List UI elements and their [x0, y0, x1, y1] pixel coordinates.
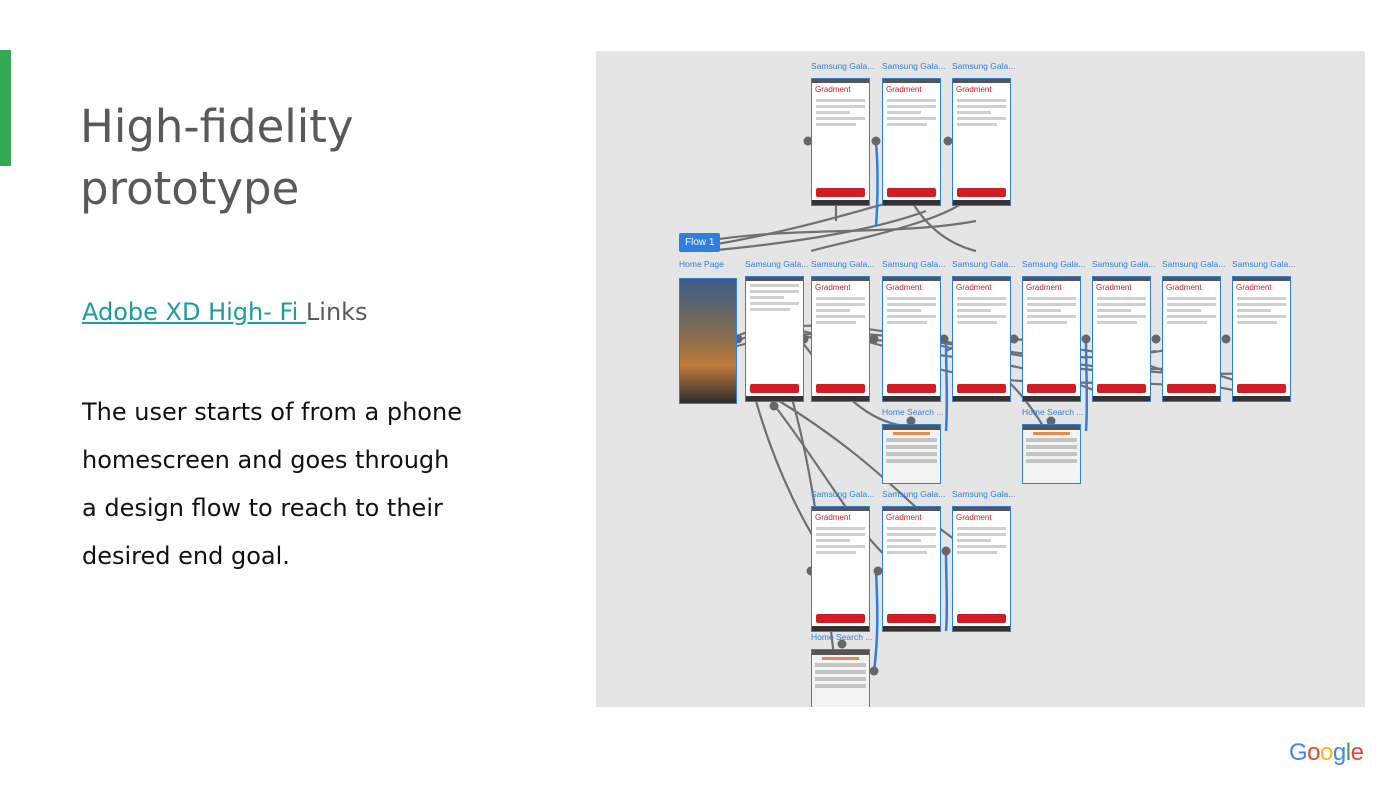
selected-wire[interactable] [946, 551, 947, 631]
artboard-brand: Gradment [883, 511, 940, 524]
wire-handle[interactable] [1082, 335, 1091, 344]
slide-title: High-fidelity prototype [80, 96, 520, 220]
artboard-screen[interactable] [745, 276, 804, 402]
artboard-label[interactable]: Samsung Gala... [811, 489, 874, 499]
artboard-label[interactable]: Samsung Gala... [882, 489, 945, 499]
wire-handle[interactable] [872, 137, 881, 146]
flow-wire[interactable] [771, 396, 976, 551]
artboard-brand: Gradment [883, 83, 940, 96]
wire-handle[interactable] [1222, 335, 1231, 344]
wire-handle[interactable] [870, 667, 879, 676]
artboard-screen[interactable]: Gradment [952, 78, 1011, 206]
selected-wire[interactable] [1086, 341, 1087, 431]
artboard-brand: Gradment [812, 511, 869, 524]
artboard-brand: Gradment [1233, 281, 1290, 294]
google-logo: Google [1289, 739, 1363, 767]
artboard-screen[interactable]: Gradment [811, 78, 870, 206]
artboard-screen[interactable]: Gradment [882, 276, 941, 402]
artboard-brand: Gradment [812, 281, 869, 294]
keyboard-artboard[interactable] [1022, 424, 1081, 484]
artboard-brand: Gradment [1163, 281, 1220, 294]
artboard-label[interactable]: Samsung Gala... [1232, 259, 1295, 269]
artboard-brand: Gradment [1023, 281, 1080, 294]
artboard-label[interactable]: Samsung Gala... [811, 259, 874, 269]
selected-wire[interactable] [876, 144, 878, 226]
artboard-label[interactable]: Samsung Gala... [952, 489, 1015, 499]
accent-bar [0, 50, 11, 166]
home-screen-artboard[interactable] [679, 278, 737, 404]
artboard-screen[interactable]: Gradment [1092, 276, 1151, 402]
keyboard-artboard[interactable] [882, 424, 941, 484]
artboard-brand: Gradment [953, 511, 1010, 524]
selected-wire[interactable] [874, 571, 877, 671]
artboard-label[interactable]: Samsung Gala... [882, 259, 945, 269]
artboard-label[interactable]: Samsung Gala... [1162, 259, 1225, 269]
logo-letter: g [1333, 739, 1346, 766]
logo-letter: G [1289, 739, 1307, 766]
artboard-brand: Gradment [812, 83, 869, 96]
selected-wire[interactable] [946, 341, 947, 431]
artboard-label[interactable]: Samsung Gala... [811, 61, 874, 71]
artboard-screen[interactable]: Gradment [811, 276, 870, 402]
artboard-label[interactable]: Samsung Gala... [952, 61, 1015, 71]
artboard-label[interactable]: Home Search ... [1022, 407, 1083, 417]
logo-letter: e [1351, 739, 1364, 766]
artboard-label[interactable]: Samsung Gala... [882, 61, 945, 71]
wire-handle[interactable] [870, 335, 879, 344]
artboard-screen[interactable]: Gradment [882, 506, 941, 632]
artboard-screen[interactable]: Gradment [1162, 276, 1221, 402]
artboard-screen[interactable]: Gradment [952, 276, 1011, 402]
artboard-brand: Gradment [953, 281, 1010, 294]
wire-handle[interactable] [942, 547, 951, 556]
artboard-brand: Gradment [883, 281, 940, 294]
wire-handle[interactable] [770, 402, 779, 411]
artboard-brand: Gradment [1093, 281, 1150, 294]
artboard-screen[interactable]: Gradment [1022, 276, 1081, 402]
artboard-screen[interactable]: Gradment [882, 78, 941, 206]
flow-tag[interactable]: Flow 1 [679, 233, 720, 252]
links-line: Adobe XD High- Fi Links [82, 298, 368, 326]
artboard-label[interactable]: Samsung Gala... [1092, 259, 1155, 269]
artboard-screen[interactable]: Gradment [811, 506, 870, 632]
wire-handle[interactable] [1152, 335, 1161, 344]
artboard-screen[interactable]: Gradment [952, 506, 1011, 632]
adobe-xd-link[interactable]: Adobe XD High- Fi [82, 298, 306, 326]
slide-description: The user starts of from a phone homescre… [82, 388, 462, 580]
artboard-brand: Gradment [953, 83, 1010, 96]
artboard-label[interactable]: Samsung Gala... [1022, 259, 1085, 269]
logo-letter: o [1320, 739, 1333, 766]
artboard-label[interactable]: Home Page [679, 259, 724, 269]
logo-letter: o [1307, 739, 1320, 766]
keyboard-artboard[interactable] [811, 649, 870, 707]
artboard-label[interactable]: Samsung Gala... [952, 259, 1015, 269]
artboard-screen[interactable]: Gradment [1232, 276, 1291, 402]
artboard-label[interactable]: Samsung Gala... [745, 259, 808, 269]
artboard-label[interactable]: Home Search ... [882, 407, 943, 417]
links-suffix: Links [306, 298, 368, 326]
artboard-label[interactable]: Home Search ... [811, 632, 872, 642]
